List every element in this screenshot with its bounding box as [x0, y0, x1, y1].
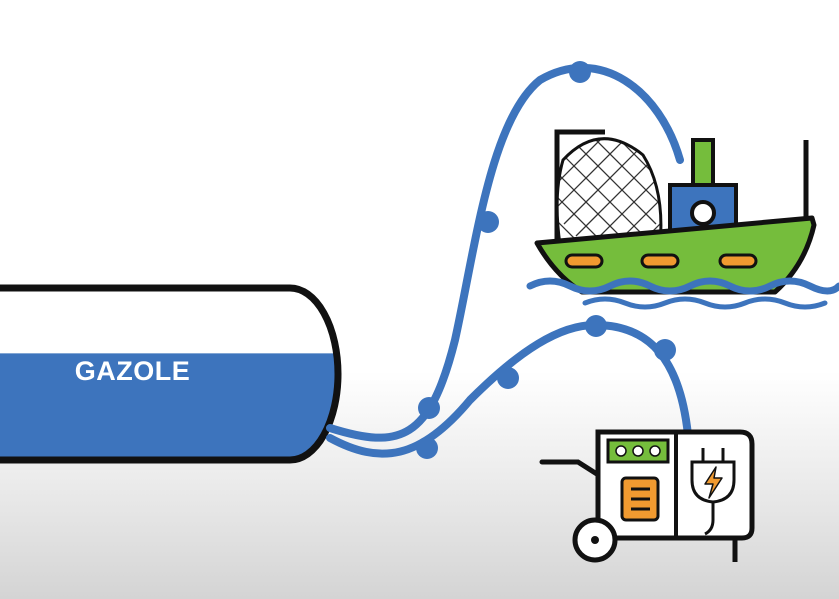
- generator-wheel-hub: [591, 536, 599, 544]
- water-waves: [526, 277, 839, 295]
- boat-chimney: [691, 138, 715, 190]
- hull-portholes: [564, 253, 758, 269]
- cabin-porthole: [690, 200, 716, 226]
- generator-icon: [539, 429, 755, 563]
- tank-fuel-level: [0, 353, 338, 460]
- fuel-panel-lines: [631, 487, 650, 511]
- hose-to-boat: [326, 64, 684, 442]
- tank-label: GAZOLE: [74, 356, 191, 386]
- tank-outline: [0, 284, 342, 464]
- water-waves-lower: [582, 296, 828, 310]
- fishing-boat-icon: [526, 129, 839, 310]
- control-lights: [615, 445, 661, 457]
- fishing-net: [555, 137, 663, 247]
- fuel-hoses: [326, 61, 692, 459]
- generator-handle: [539, 459, 603, 479]
- lightning-bolt-icon: [704, 466, 723, 499]
- fuel-tank: [0, 284, 342, 464]
- hose-clamps: [416, 61, 676, 459]
